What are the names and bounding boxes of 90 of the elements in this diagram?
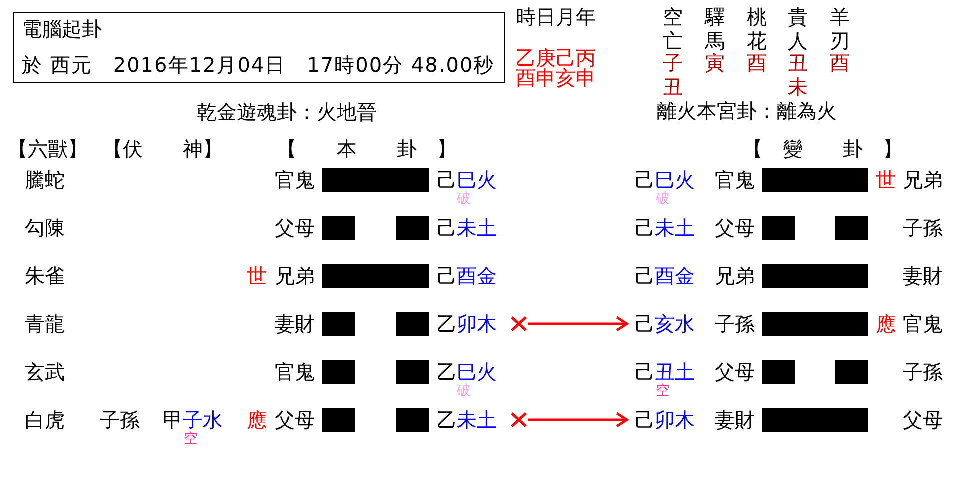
shensha-name: 驛馬 [705,5,725,53]
title-text: 電腦起卦 [22,17,103,41]
break-mark: 破 [457,191,471,207]
yao-label: 己亥水 [627,312,695,336]
shensha-branch: 酉 [747,51,767,75]
void-mark: 空 [656,383,670,399]
relation-label: 兄弟 [715,264,755,288]
beast-name: 白虎 [25,408,65,432]
beast-name: 青龍 [25,312,65,336]
yin-line-segment [835,360,868,384]
shensha-name: 貴人 [788,5,808,53]
yin-line-segment [762,216,795,240]
yin-line-segment [835,216,868,240]
beast-name: 朱雀 [25,264,65,288]
yang-line-bar [322,264,429,288]
yang-line-bar [762,168,868,192]
shensha-branch: 酉 [830,51,850,75]
relation-label: 官鬼 [275,360,315,384]
pillar-heading: 時日月年 [516,5,596,29]
relation-label: 妻財 [903,264,943,288]
branch-row: 酉申亥申 [516,68,596,88]
hexagram-title: 離火本宮卦：離為火 [657,99,837,123]
relation-label: 父母 [715,360,755,384]
beast-name: 騰蛇 [25,168,65,192]
hexagram-title: 乾金遊魂卦：火地晉 [197,100,377,124]
yang-line-bar [762,408,868,432]
relation-label: 子孫 [100,408,140,432]
shensha-name: 空亡 [663,5,683,53]
yang-line-bar [762,312,868,336]
shensha-name: 桃花 [747,5,767,53]
yao-label: 己丑土 [635,360,695,384]
yin-line-segment [322,312,355,336]
relation-label: 子孫 [715,312,755,336]
yin-line-segment [396,312,429,336]
relation-label: 子孫 [903,216,943,240]
yao-label: 己巳火 [437,168,497,192]
relation-label: 父母 [903,408,943,432]
yao-label: 己未土 [635,216,695,240]
date-text: 於 西元 2016年12月04日 17時00分 48.00秒 [22,53,496,77]
relation-label: 兄弟 [903,168,943,192]
relation-label: 子孫 [903,360,943,384]
response-marker: 應 [247,408,267,432]
yao-label: 乙卯木 [437,312,497,336]
yin-line-segment [322,408,355,432]
yao-label: 己卯木 [627,408,695,432]
arrow [528,412,628,428]
yin-line-segment [762,360,795,384]
relation-label: 官鬼 [903,312,943,336]
relation-label: 父母 [275,216,315,240]
column-header: 【六獸】 [8,137,88,161]
yao-label: 己未土 [437,216,497,240]
shensha-branch: 子丑 [663,51,683,99]
yao-label: 乙未土 [437,408,497,432]
cross-icon [510,316,528,332]
info-box [13,12,505,83]
beast-name: 勾陳 [25,216,65,240]
yao-label: 己酉金 [635,264,695,288]
relation-label: 兄弟 [275,264,315,288]
shensha-name: 羊刃 [830,5,850,53]
relation-label: 官鬼 [275,168,315,192]
relation-label: 妻財 [715,408,755,432]
yao-label: 乙巳火 [437,360,497,384]
break-mark: 破 [656,191,670,207]
relation-label: 父母 [275,408,315,432]
yin-line-segment [396,216,429,240]
world-marker: 世 [876,168,896,192]
world-marker: 世 [247,264,267,288]
shensha-branch: 丑未 [788,51,808,99]
yao-label: 己巳火 [635,168,695,192]
relation-label: 妻財 [275,312,315,336]
response-marker: 應 [876,312,896,336]
yin-line-segment [322,216,355,240]
arrow [528,316,628,332]
column-header: 【 本 卦 】 [277,137,457,161]
void-mark: 空 [184,431,198,447]
column-header: 【 變 卦 】 [743,137,903,161]
yin-line-segment [396,360,429,384]
column-header: 【伏 神】 [103,137,223,161]
relation-label: 父母 [715,216,755,240]
beast-name: 玄武 [25,360,65,384]
yao-label: 己酉金 [437,264,497,288]
yang-line-bar [762,264,868,288]
cross-icon [510,412,528,428]
yang-line-bar [322,168,429,192]
relation-label: 官鬼 [715,168,755,192]
break-mark: 破 [457,383,471,399]
yao-label: 甲子水 [163,408,223,432]
shensha-branch: 寅 [705,51,725,75]
yin-line-segment [396,408,429,432]
yin-line-segment [322,360,355,384]
